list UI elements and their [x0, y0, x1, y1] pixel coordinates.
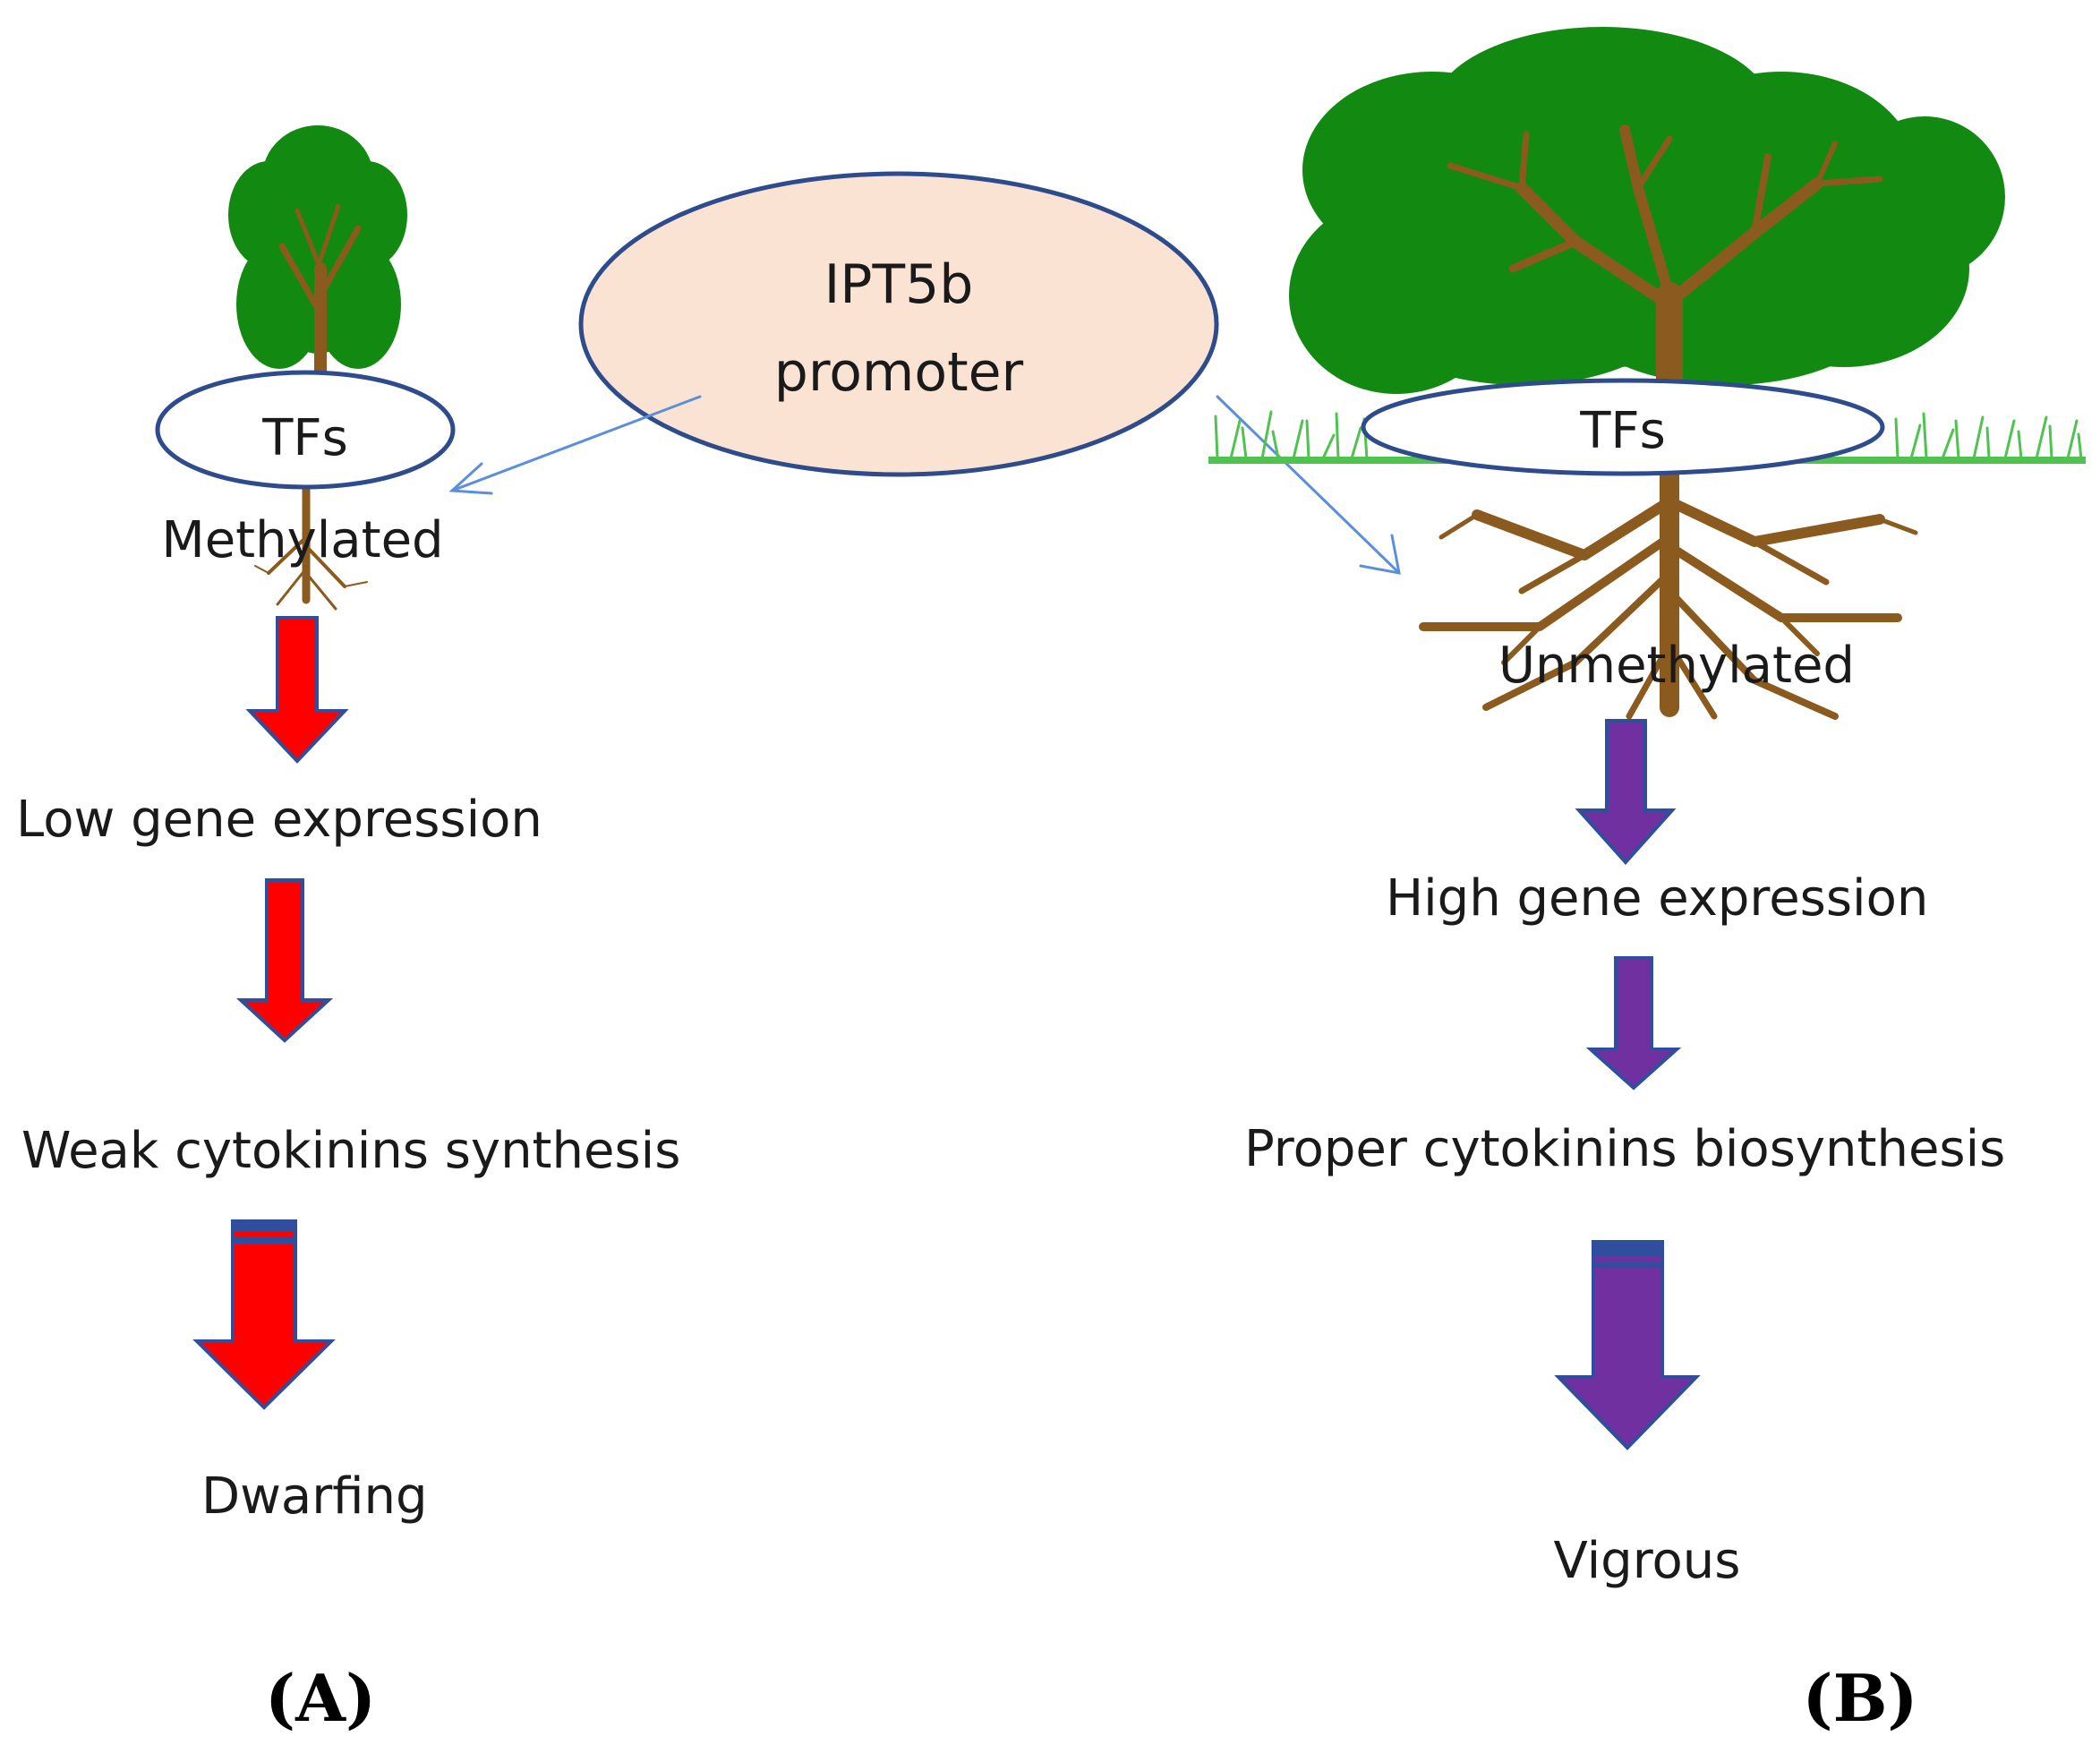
- promoter-ellipse: [578, 171, 1219, 477]
- small-tree-icon: [228, 125, 407, 382]
- panel-label-a: (A): [265, 1660, 376, 1736]
- down-arrow-a-3: [192, 1219, 336, 1410]
- small-roots-icon: [254, 483, 368, 611]
- step-label-a-2: Weak cytokinins synthesis: [21, 1122, 680, 1180]
- promoter-label-line1: IPT5b: [824, 253, 974, 316]
- tf-ellipse-b: [1361, 378, 1885, 476]
- step-label-b-3: Vigrous: [1554, 1532, 1741, 1590]
- step-label-b-2: Proper cytokinins biosynthesis: [1244, 1120, 2005, 1178]
- step-label-a-1: Low gene expression: [16, 791, 542, 849]
- large-tree-icon: [1289, 27, 2005, 398]
- down-arrow-a-1: [245, 616, 349, 764]
- unmethylated-label: Unmethylated: [1498, 637, 1855, 695]
- down-arrow-b-2: [1585, 956, 1682, 1091]
- connector-arrow-a: [448, 395, 702, 495]
- tf-label-a: TFs: [261, 409, 348, 467]
- tf-label-b: TFs: [1579, 402, 1666, 460]
- down-arrow-a-2: [235, 878, 334, 1043]
- step-label-a-3: Dwarfing: [201, 1467, 428, 1526]
- connector-arrow-b: [1216, 395, 1401, 575]
- down-arrow-b-1: [1575, 719, 1677, 865]
- panel-label-b: (B): [1802, 1660, 1917, 1736]
- methylated-label: Methylated: [161, 511, 443, 569]
- promoter-label-line2: promoter: [774, 341, 1024, 404]
- down-arrow-b-3: [1554, 1240, 1701, 1450]
- large-roots-icon: [1419, 465, 1918, 720]
- tf-ellipse-a: [155, 370, 456, 490]
- step-label-b-1: High gene expression: [1386, 869, 1928, 928]
